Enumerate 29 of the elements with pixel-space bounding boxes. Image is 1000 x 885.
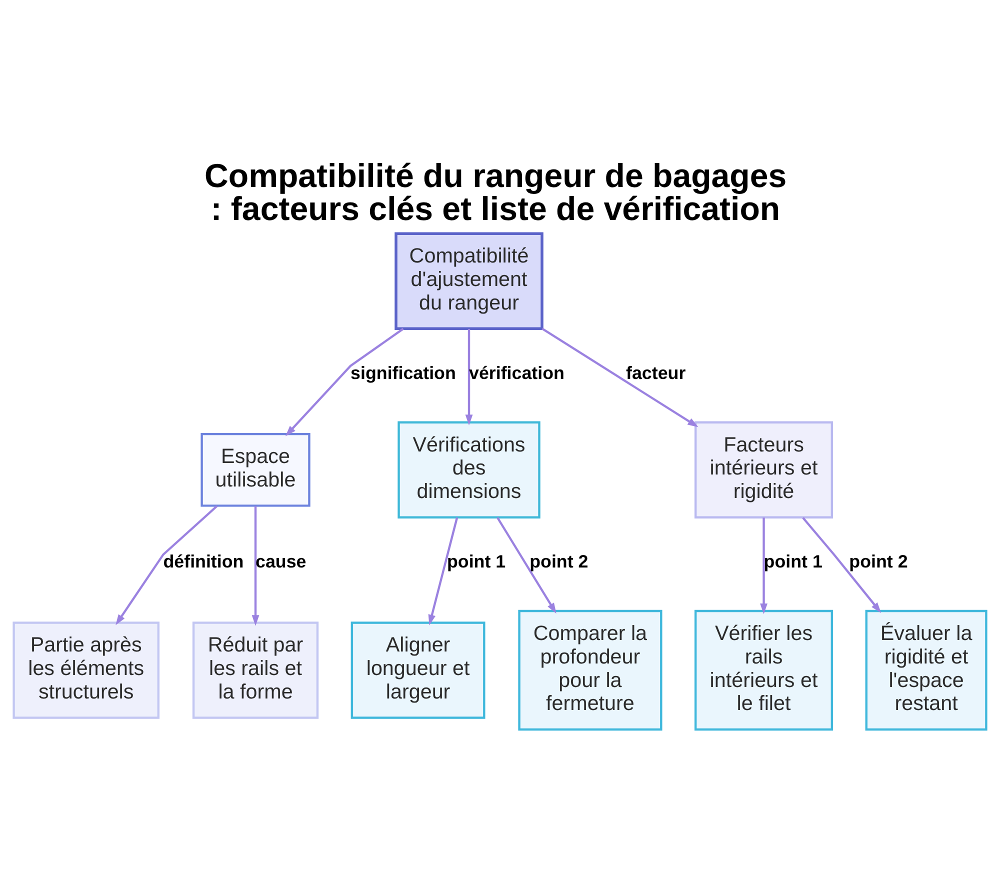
node-box: Partie après les éléments structurels <box>12 621 160 718</box>
node-box: Espace utilisable <box>200 432 310 506</box>
edge-label: point 2 <box>530 551 588 572</box>
arrow <box>496 516 556 614</box>
arrow <box>252 506 260 626</box>
edge-label: vérification <box>469 362 564 382</box>
node-box: Réduit par les rails et la forme <box>192 621 319 718</box>
edge-label: facteur <box>626 362 686 382</box>
node-box: Facteurs intérieurs et rigidité <box>694 420 834 518</box>
edge-label: point 2 <box>849 551 908 572</box>
node-box: Évaluer la rigidité et l'espace restant <box>865 609 988 730</box>
arrow <box>285 327 404 436</box>
node-box: Compatibilité d'ajustement du rangeur <box>394 232 544 330</box>
arrow <box>542 327 698 427</box>
node-box: Vérifier les rails intérieurs et le filet <box>694 609 834 730</box>
node-box: Aligner longueur et largeur <box>350 621 486 718</box>
node-box: Comparer la profondeur pour la fermeture <box>518 609 662 730</box>
arrow <box>428 516 458 625</box>
edge-label: point 1 <box>764 551 822 572</box>
edge-label: définition <box>163 551 244 572</box>
diagram-title: Compatibilité du rangeur de bagages : facteurs clés et liste de vérification <box>204 158 787 228</box>
arrow <box>116 504 218 625</box>
edge-label: signification <box>350 362 456 382</box>
arrow <box>760 517 768 614</box>
node-box: Vérifications des dimensions <box>398 420 540 518</box>
edge-label: point 1 <box>446 551 506 572</box>
edge-label: cause <box>256 551 306 572</box>
arrow <box>465 328 473 425</box>
arrow <box>802 516 882 612</box>
